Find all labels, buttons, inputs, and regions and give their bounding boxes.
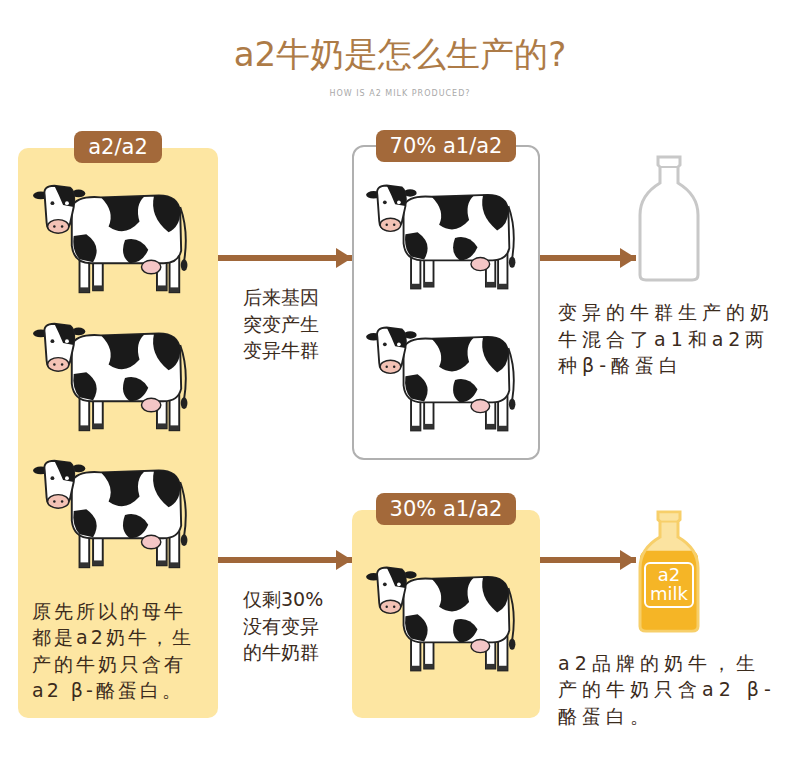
flow-arrow <box>218 255 352 261</box>
flow-arrow <box>540 557 636 563</box>
flow-arrow <box>540 255 636 261</box>
arrow-label: 后来基因突变产生变异牛群 <box>243 284 327 364</box>
herd-tab: 30% a1/a2 <box>376 493 517 525</box>
herd-panel: a2/a2原先所以的母牛都是a2奶牛，生产的牛奶只含有a2 β-酪蛋白。 <box>18 148 218 718</box>
milk-bottle: 变异的牛群生产的奶牛混合了a1和a2两种β-酪蛋白 <box>636 153 702 283</box>
bottle-label: a2 milk <box>644 562 694 608</box>
bottle-outline <box>636 153 702 283</box>
bottle-caption: a2品牌的奶牛，生产的牛奶只含a2 β-酪蛋白。 <box>558 650 780 730</box>
a2-milk-bottle: a2 milka2品牌的奶牛，生产的牛奶只含a2 β-酪蛋白。 <box>636 508 702 634</box>
diagram-title: a2牛奶是怎么生产的? <box>0 34 800 75</box>
subtitle-label: HOW IS A2 MILK PRODUCED? <box>0 89 800 98</box>
description-text: 原先所以的母牛都是a2奶牛，生产的牛奶只含有a2 β-酪蛋白。 <box>32 598 204 704</box>
herd-tab: a2/a2 <box>74 131 162 163</box>
flow-arrow <box>218 557 352 563</box>
herd-tab: 70% a1/a2 <box>376 130 517 162</box>
herd-box: 70% a1/a2 <box>352 145 540 460</box>
bottle-caption: 变异的牛群生产的奶牛混合了a1和a2两种β-酪蛋白 <box>558 299 780 379</box>
arrow-label: 仅剩30%没有变异的牛奶群 <box>243 586 327 666</box>
herd-panel: 30% a1/a2 <box>352 510 540 718</box>
